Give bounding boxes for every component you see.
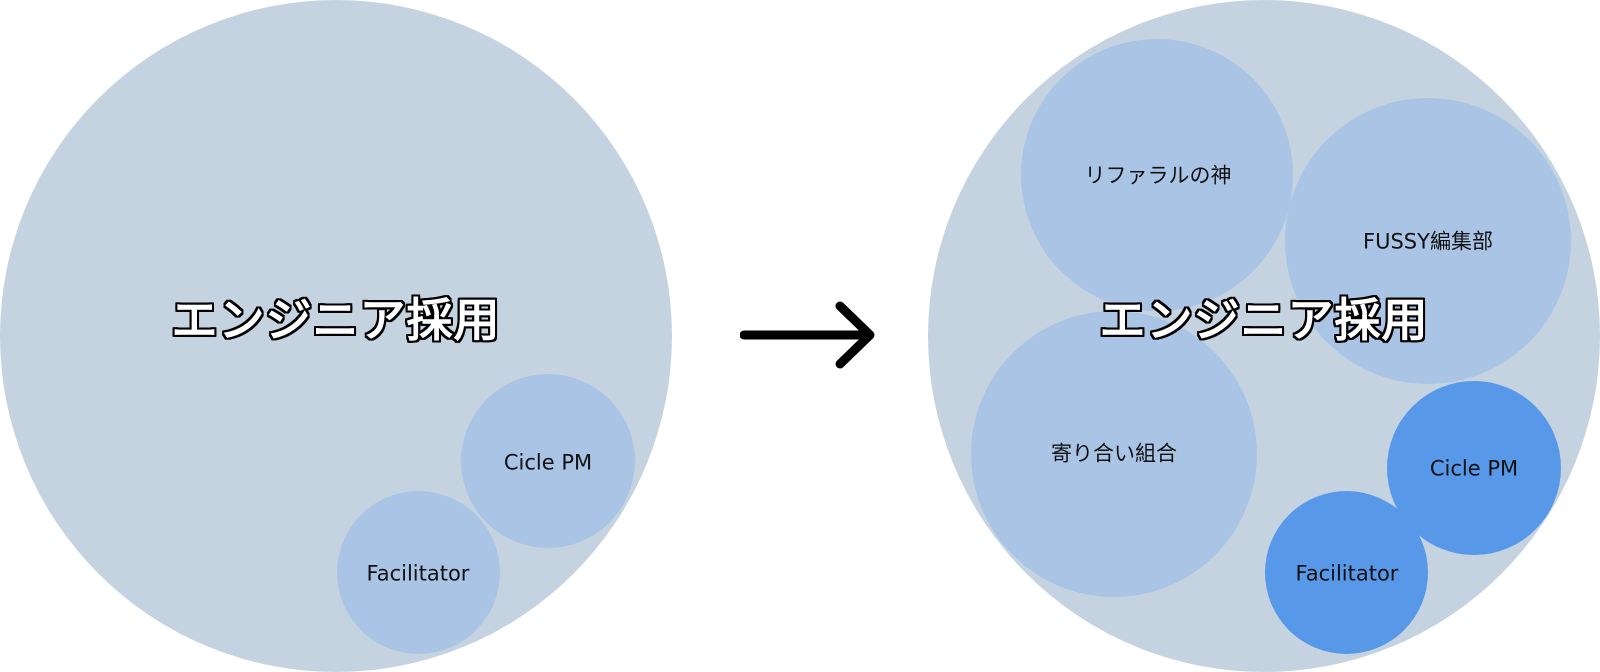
before-facilitator-circle xyxy=(337,491,500,654)
before-outer-circle xyxy=(0,0,672,672)
after-fussy-label: FUSSY編集部 xyxy=(1363,229,1493,254)
arrow-right-icon xyxy=(740,301,875,369)
before-facilitator-label: Facilitator xyxy=(366,561,470,586)
after-title: エンジニア採用 xyxy=(1099,293,1429,347)
before-cicle-pm-circle xyxy=(461,374,635,548)
after-fussy-circle xyxy=(1285,98,1571,384)
after-yoriai-circle xyxy=(971,311,1257,597)
after-facilitator-circle xyxy=(1265,491,1428,654)
after-yoriai-label: 寄り合い組合 xyxy=(1051,441,1177,466)
before-cicle-pm-label: Cicle PM xyxy=(503,450,593,475)
after-referral-circle xyxy=(1021,39,1293,311)
before-title: エンジニア採用 xyxy=(171,293,501,347)
after-cicle-pm-label: Cicle PM xyxy=(1429,456,1519,481)
after-facilitator-label: Facilitator xyxy=(1295,561,1399,586)
after-cicle-pm-circle xyxy=(1387,381,1561,555)
after-referral-label: リファラルの神 xyxy=(1084,163,1232,188)
